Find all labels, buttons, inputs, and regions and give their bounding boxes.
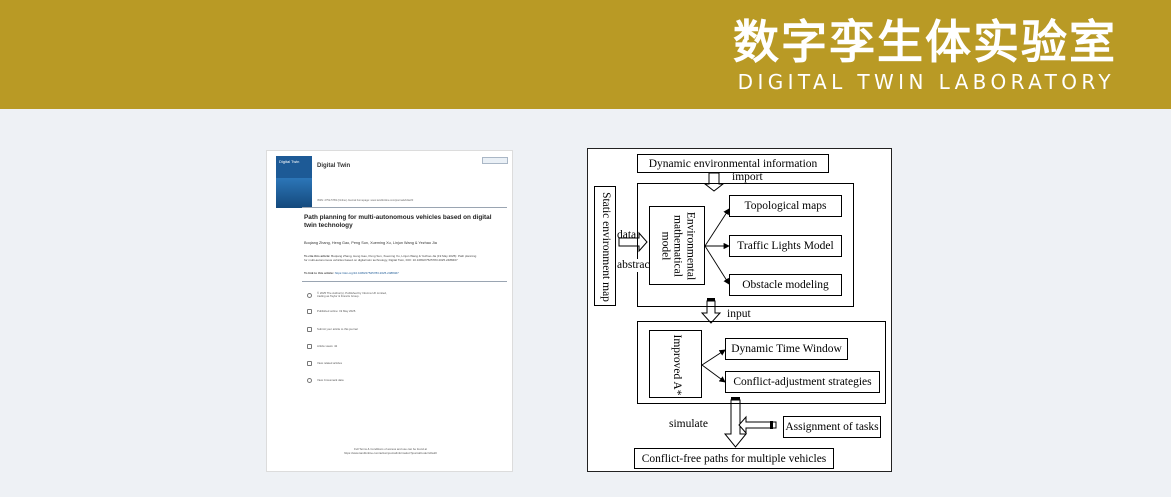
article-views: Article views: 42 [317, 344, 338, 348]
citation-block: To cite this article: Boqiang Zhang, Hen… [304, 254, 479, 262]
import-label: import [732, 171, 763, 183]
lab-title-chinese: 数字孪生体实验室 [733, 15, 1117, 69]
static-map-text: Static environment map [600, 192, 612, 302]
flow-diagram: Dynamic environmental information import… [587, 148, 892, 472]
obstacle-modeling-box: Obstacle modeling [729, 274, 842, 296]
env-model-text: Environmental mathematical model [659, 211, 697, 281]
improved-a-star-text: Improved A* [671, 334, 683, 396]
static-map-box: Static environment map [594, 186, 616, 306]
input-arrow [700, 300, 722, 324]
link-line: To link to this article: https://doi.org… [304, 271, 504, 276]
time-window-box: Dynamic Time Window [725, 338, 848, 360]
published-date: Published online: 19 May 2025. [317, 309, 357, 313]
cover-label: Digital Twin [279, 159, 300, 164]
simulate-arrow [723, 399, 748, 448]
article-title: Path planning for multi-autonomous vehic… [304, 214, 492, 229]
data-label: data [617, 229, 637, 241]
environment-modeling-frame [637, 183, 854, 307]
crossmark-link[interactable]: View Crossmark data [317, 378, 344, 382]
crossmark-icon [307, 378, 312, 383]
cite-label: To cite this article: [304, 254, 331, 258]
terms-line: Full Terms & Conditions of access and us… [354, 447, 427, 451]
views-icon [307, 344, 312, 349]
link-label: To link to this article: [304, 271, 334, 275]
assignment-box: Assignment of tasks [783, 416, 881, 438]
header-banner: 数字孪生体实验室 DIGITAL TWIN LABORATORY [0, 0, 1171, 109]
related-icon [307, 361, 312, 366]
path-planning-frame [637, 321, 886, 404]
abstract-label: abstract [617, 259, 653, 272]
traffic-lights-box: Traffic Lights Model [729, 235, 842, 257]
import-arrow [703, 172, 725, 192]
issn-line: ISSN: 2752-5783 (Online) Journal homepag… [317, 199, 414, 202]
submit-icon [307, 327, 312, 332]
diagram-arrows [618, 172, 777, 448]
topological-maps-box: Topological maps [729, 195, 842, 217]
dynamic-info-box: Dynamic environmental information [637, 154, 829, 173]
divider [302, 207, 507, 208]
publisher-logo-icon [482, 157, 508, 164]
doi-link[interactable]: https://doi.org/10.1080/27525783.2025.24… [334, 271, 399, 275]
conflict-free-paths-box: Conflict-free paths for multiple vehicle… [634, 448, 834, 469]
input-label: input [727, 308, 751, 320]
journal-name: Digital Twin [317, 163, 351, 169]
calendar-icon [307, 309, 312, 314]
divider [302, 281, 507, 282]
conflict-adjustment-box: Conflict-adjustment strategies [725, 371, 880, 393]
data-arrow [618, 231, 648, 253]
improved-a-star-box: Improved A* [649, 330, 702, 398]
copyright-note: © 2025 The Author(s). Published by Infor… [317, 291, 387, 299]
submit-link[interactable]: Submit your article to this journal [317, 327, 358, 331]
open-access-icon [307, 293, 312, 298]
paper-first-page: Digital Twin Digital Twin ISSN: 2752-578… [266, 150, 513, 472]
related-articles-link[interactable]: View related articles [317, 361, 342, 365]
env-model-box: Environmental mathematical model [649, 206, 705, 285]
lab-title-english: DIGITAL TWIN LABORATORY [737, 70, 1115, 94]
cite-text: Boqiang Zhang, Heng Gao, Peng Sun, Xuemi… [304, 254, 477, 262]
journal-cover-icon: Digital Twin [276, 156, 312, 208]
simulate-label: simulate [669, 418, 708, 430]
cover-artwork [276, 178, 312, 208]
terms-url[interactable]: https://www.tandfonline.com/action/journ… [344, 451, 437, 455]
article-authors: Boqiang Zhang, Heng Gao, Peng Sun, Xuemi… [304, 241, 437, 245]
